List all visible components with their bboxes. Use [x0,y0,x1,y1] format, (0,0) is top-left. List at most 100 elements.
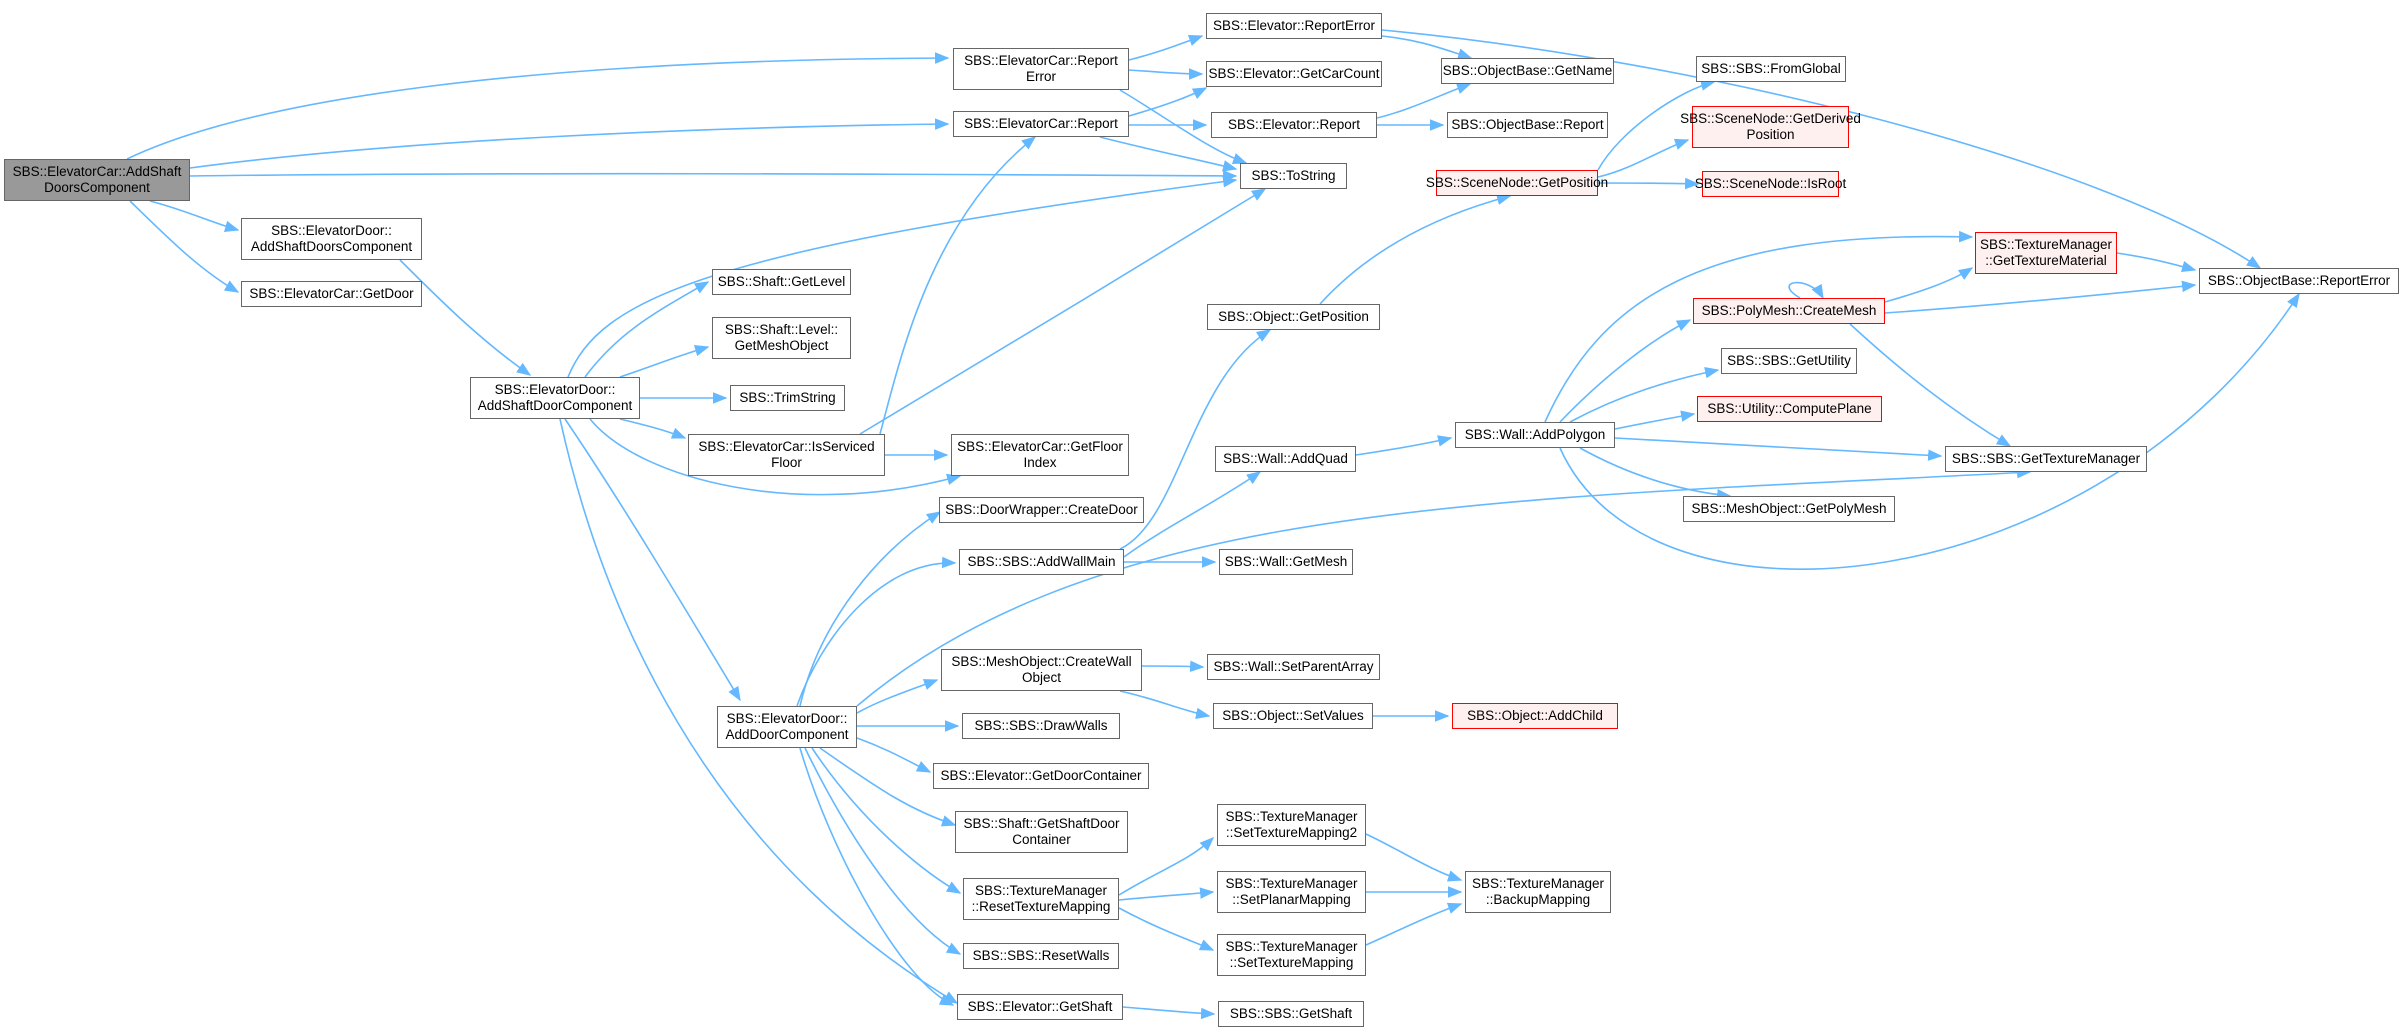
node-scenenode-getderivedposition[interactable]: SBS::SceneNode::GetDerived Position [1680,106,1861,148]
call-edge [129,200,240,293]
node-elevatorcar-report[interactable]: SBS::ElevatorCar::Report [953,111,1129,137]
node-elevatordoor-addshaftdoorcomponent[interactable]: SBS::ElevatorDoor:: AddShaftDoorComponen… [470,377,640,419]
node-sbs-addwallmain[interactable]: SBS::SBS::AddWallMain [959,549,1124,575]
call-edge [1597,138,1690,178]
node-elevator-report[interactable]: SBS::Elevator::Report [1211,112,1377,138]
node-scenenode-getposition[interactable]: SBS::SceneNode::GetPosition [1426,170,1608,196]
call-edge [1122,1006,1216,1020]
node-meshobject-createwallobject[interactable]: SBS::MeshObject::CreateWall Object [941,649,1142,691]
node-sbs-resetwalls[interactable]: SBS::SBS::ResetWalls [963,943,1119,969]
node-doorwrapper-createdoor[interactable]: SBS::DoorWrapper::CreateDoor [939,497,1144,523]
node-objectbase-report[interactable]: SBS::ObjectBase::Report [1447,112,1608,138]
call-edge [1141,660,1205,673]
call-edge [1849,323,2012,447]
node-meshobject-getpolymesh[interactable]: SBS::MeshObject::GetPolyMesh [1683,496,1895,522]
call-edge [1118,907,1215,951]
node-object-addchild[interactable]: SBS::Object::AddChild [1452,703,1618,729]
node-sbs-gettexturemanager[interactable]: SBS::SBS::GetTextureManager [1945,446,2147,472]
node-elevatorcar-getfloorindex[interactable]: SBS::ElevatorCar::GetFloor Index [951,434,1129,476]
node-tostring[interactable]: SBS::ToString [1240,163,1347,189]
call-edge [859,188,1267,435]
call-edge [1544,230,1974,423]
node-sbs-drawwalls[interactable]: SBS::SBS::DrawWalls [962,713,1120,739]
call-edge [1118,887,1215,901]
node-trimstring[interactable]: SBS::TrimString [730,385,845,411]
call-edge [804,747,962,955]
call-edge [856,679,939,714]
call-edge [1128,68,1204,80]
node-objectbase-reporterror[interactable]: SBS::ObjectBase::ReportError [2199,268,2399,294]
node-sbs-getshaft[interactable]: SBS::SBS::GetShaft [1218,1001,1364,1027]
node-elevatordoor-addshaftdoorscomponent[interactable]: SBS::ElevatorDoor:: AddShaftDoorsCompone… [241,218,422,260]
call-edge [619,418,687,439]
call-edge [1614,410,1696,430]
node-texturemanager-setplanarmapping[interactable]: SBS::TextureManager ::SetPlanarMapping [1217,871,1366,913]
node-elevatorcar-reporterror[interactable]: SBS::ElevatorCar::Report Error [953,48,1129,90]
node-wall-setparentarray[interactable]: SBS::Wall::SetParentArray [1207,654,1380,680]
call-edge [1597,177,1700,190]
call-edge [564,418,741,702]
node-objectbase-getname[interactable]: SBS::ObjectBase::GetName [1441,58,1614,84]
call-edge [1119,690,1211,720]
node-object-getposition[interactable]: SBS::Object::GetPosition [1207,304,1380,330]
node-texturemanager-settexturemapping2[interactable]: SBS::TextureManager ::SetTextureMapping2 [1217,804,1366,846]
node-polymesh-createmesh[interactable]: SBS::PolyMesh::CreateMesh [1693,298,1885,324]
node-shaft-level-getmeshobject[interactable]: SBS::Shaft::Level:: GetMeshObject [712,317,851,359]
node-elevatorcar-addshaftdoorscomponent[interactable]: SBS::ElevatorCar::AddShaft DoorsComponen… [4,159,190,201]
node-sbs-getutility[interactable]: SBS::SBS::GetUtility [1721,348,1857,374]
node-sbs-fromglobal[interactable]: SBS::SBS::FromGlobal [1696,56,1846,82]
call-edge [799,747,955,1006]
call-edge [589,418,962,496]
call-edge [189,170,1238,182]
node-texturemanager-gettexturematerial[interactable]: SBS::TextureManager ::GetTextureMaterial [1975,232,2117,274]
node-utility-computeplane[interactable]: SBS::Utility::ComputePlane [1697,396,1882,422]
call-edge [2116,252,2197,273]
node-wall-addquad[interactable]: SBS::Wall::AddQuad [1215,446,1356,472]
call-edge [1788,281,1824,300]
node-object-setvalues[interactable]: SBS::Object::SetValues [1213,703,1373,729]
node-texturemanager-resettexturemapping[interactable]: SBS::TextureManager ::ResetTextureMappin… [963,878,1119,920]
node-texturemanager-settexturemapping[interactable]: SBS::TextureManager ::SetTextureMapping [1217,934,1366,976]
call-edge [559,418,959,1004]
call-edge [1119,89,1248,165]
call-edge [819,747,957,827]
call-edge [1123,471,1262,558]
node-elevatorcar-getdoor[interactable]: SBS::ElevatorCar::GetDoor [241,281,422,307]
call-edge [811,747,962,894]
call-edge [1884,280,2197,314]
node-wall-addpolygon[interactable]: SBS::Wall::AddPolygon [1455,422,1615,448]
call-edge [1128,35,1204,61]
node-elevator-reporterror[interactable]: SBS::Elevator::ReportError [1206,13,1382,39]
node-elevatorcar-isservicedfloor[interactable]: SBS::ElevatorCar::IsServiced Floor [688,434,885,476]
node-shaft-getshaftdoorcontainer[interactable]: SBS::Shaft::GetShaftDoor Container [955,811,1128,853]
call-edge [1319,193,1512,305]
node-elevator-getshaft[interactable]: SBS::Elevator::GetShaft [957,994,1123,1020]
call-edge [584,281,710,378]
call-edge [1597,79,1716,171]
call-edge [126,52,950,160]
call-edge [567,175,1238,378]
node-wall-getmesh[interactable]: SBS::Wall::GetMesh [1219,549,1353,575]
node-elevator-getdoorcontainer[interactable]: SBS::Elevator::GetDoorContainer [933,763,1149,789]
node-scenenode-isroot[interactable]: SBS::SceneNode::IsRoot [1695,171,1846,197]
call-edge [1559,319,1692,423]
call-edge [399,259,532,376]
call-edge [619,345,710,378]
call-edge [1128,87,1208,117]
call-edge [1119,329,1272,550]
call-edge [1569,367,1720,423]
node-elevator-getcarcount[interactable]: SBS::Elevator::GetCarCount [1206,61,1382,87]
call-edge [1099,136,1238,172]
call-edge [1376,83,1472,119]
call-edge [1365,902,1463,946]
call-edge [1559,292,2300,570]
node-elevatordoor-adddoorcomponent[interactable]: SBS::ElevatorDoor:: AddDoorComponent [717,706,857,748]
node-texturemanager-backupmapping[interactable]: SBS::TextureManager ::BackupMapping [1465,871,1611,913]
call-edge [799,511,942,707]
call-edge [856,737,932,773]
node-shaft-getlevel[interactable]: SBS::Shaft::GetLevel [712,269,851,295]
call-edge [1355,435,1453,456]
call-edge [796,556,957,707]
